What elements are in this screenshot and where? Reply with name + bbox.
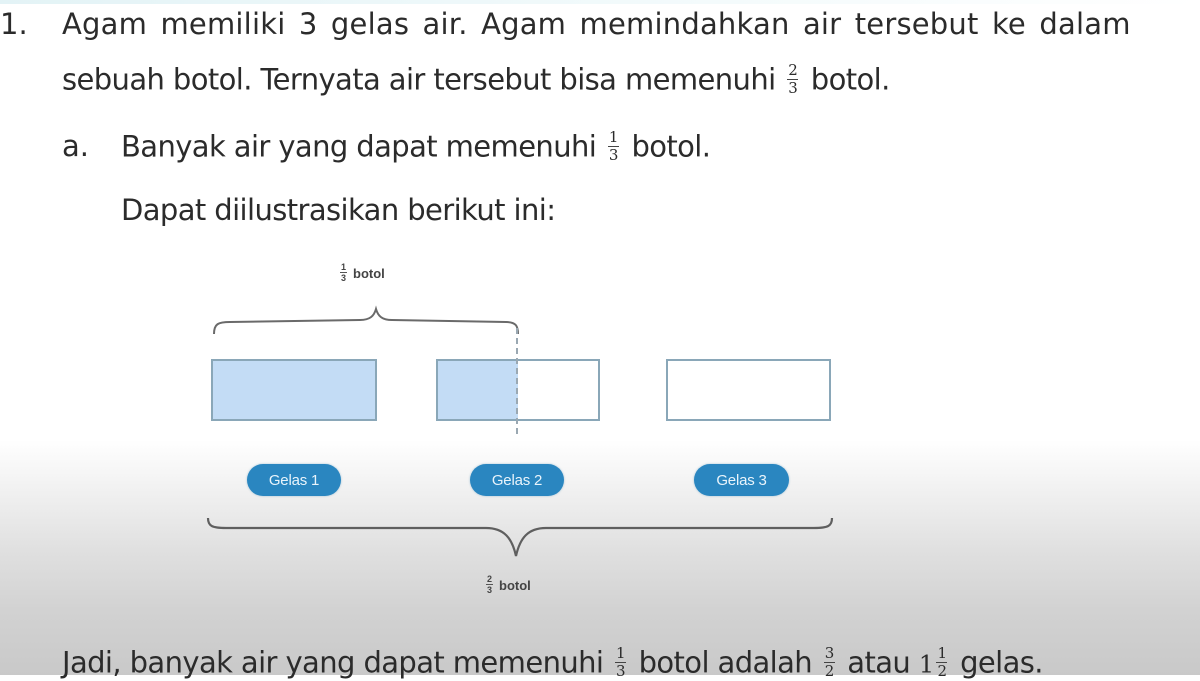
fraction-two-thirds: 2 3 (787, 61, 799, 97)
conclusion-text-mid: botol adalah (638, 645, 813, 680)
top-label-unit: botol (353, 265, 385, 281)
fraction-numerator: 2 (486, 574, 494, 585)
fraction-numerator: 2 (787, 61, 799, 80)
question-line-2: sebuah botol. Ternyata air tersebut bisa… (62, 61, 891, 98)
question-number: 1. (0, 7, 28, 41)
illustration-intro: Dapat diilustrasikan berikut ini: (121, 193, 556, 227)
glass-1-label: Gelas 1 (247, 464, 341, 496)
fraction-numerator: 3 (823, 644, 835, 663)
conclusion-text-atau: atau (847, 645, 911, 680)
fraction-denominator: 2 (824, 662, 835, 680)
conclusion-text-end: gelas. (960, 645, 1043, 680)
top-label-fraction: 1 3 (340, 262, 348, 283)
glass-3-shape (666, 359, 831, 421)
fraction-numerator: 1 (340, 262, 348, 273)
top-curly-brace-icon (213, 305, 519, 335)
bottom-label-fraction: 2 3 (486, 574, 494, 595)
bottom-label-unit: botol (499, 577, 531, 593)
conclusion-fraction-3: 1 2 (936, 644, 948, 680)
question-line-1: Agam memiliki 3 gelas air. Agam memindah… (62, 7, 1131, 41)
fraction-denominator: 2 (937, 662, 947, 680)
question-line-2-text: sebuah botol. Ternyata air tersebut bisa… (62, 62, 776, 97)
fraction-denominator: 3 (487, 585, 493, 595)
glass-1-shape (211, 359, 377, 421)
fraction-denominator: 3 (608, 146, 619, 164)
bottom-curly-brace-icon (206, 517, 834, 557)
fraction-denominator: 3 (788, 79, 798, 97)
question-line-2-end: botol. (810, 62, 891, 97)
glass-2-label: Gelas 2 (470, 464, 564, 496)
conclusion-mixed-whole: 1 (918, 650, 934, 679)
glass-2-water-fill (438, 361, 518, 419)
bottom-brace-label: 2 3 botol (486, 575, 531, 595)
conclusion-line: Jadi, banyak air yang dapat memenuhi 1 3… (62, 644, 1043, 681)
conclusion-fraction-2: 3 2 (823, 644, 835, 680)
glass-3-label: Gelas 3 (694, 464, 789, 496)
part-a-text: Banyak air yang dapat memenuhi (121, 129, 597, 164)
fraction-denominator: 3 (341, 273, 347, 283)
fraction-numerator: 1 (936, 644, 948, 663)
fraction-denominator: 3 (616, 662, 626, 680)
part-a-line: Banyak air yang dapat memenuhi 1 3 botol… (121, 128, 711, 165)
glass-2-shape (436, 359, 600, 421)
fraction-numerator: 1 (607, 128, 619, 147)
dashed-divider-line (516, 328, 518, 434)
top-brace-label: 1 3 botol (340, 263, 385, 283)
conclusion-fraction-1: 1 3 (615, 646, 626, 679)
part-a-end: botol. (631, 129, 711, 164)
fraction-numerator: 1 (615, 644, 626, 663)
fraction-one-third: 1 3 (607, 128, 619, 164)
top-edge-strip (0, 0, 1200, 4)
conclusion-text-start: Jadi, banyak air yang dapat memenuhi (62, 645, 604, 680)
part-a-label: a. (62, 129, 89, 163)
